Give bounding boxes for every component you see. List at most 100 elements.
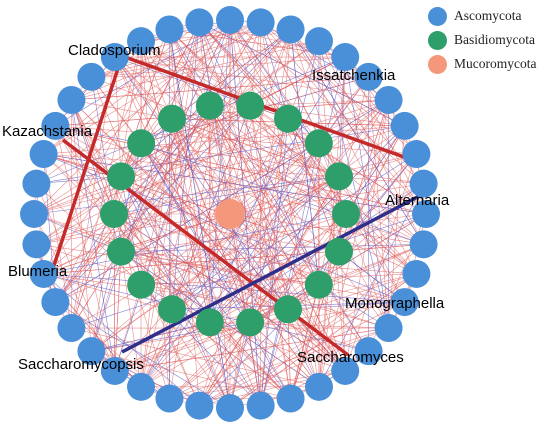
ascomycota-node [77, 337, 106, 366]
positive-edge [249, 105, 289, 310]
negative-edge [260, 56, 346, 406]
positive-edge [71, 99, 115, 215]
basidiomycota-node [304, 270, 333, 299]
positive-edge [169, 153, 417, 399]
positive-edge [344, 153, 417, 372]
positive-edge [43, 244, 424, 275]
ascomycota-node [57, 85, 86, 114]
negative-edge [114, 19, 231, 372]
positive-edge [209, 105, 340, 177]
positive-edge [260, 22, 417, 155]
ascomycota-node [127, 27, 156, 56]
label-cladosporium: Cladosporium [68, 42, 161, 59]
positive-edge [169, 273, 417, 399]
positive-edge [43, 153, 424, 184]
edge-cladosporium-blumeria [45, 55, 124, 288]
positive-edge [91, 76, 320, 388]
positive-edge [199, 125, 405, 406]
positive-edge [249, 143, 320, 323]
positive-edge [114, 251, 122, 371]
positive-edge [404, 213, 427, 303]
ascomycota-node [246, 8, 275, 37]
label-layer: Cladosporium Issatchenkia Kazachstania A… [2, 42, 450, 373]
positive-edge [55, 125, 346, 372]
positive-edge [36, 183, 116, 372]
negative-edge [260, 118, 289, 406]
positive-edge [250, 99, 389, 106]
negative-edge [318, 41, 389, 329]
legend-dot-basidiomycota [428, 30, 447, 50]
positive-edge [171, 118, 231, 409]
positive-edge [55, 125, 122, 252]
positive-edge [36, 244, 369, 352]
basidiomycota-node [304, 129, 333, 158]
negative-edge [55, 19, 231, 127]
ascomycota-node [276, 384, 305, 413]
ascomycota-node [155, 15, 184, 44]
negative-edge [229, 322, 251, 409]
positive-edge [229, 19, 424, 184]
positive-edge [36, 125, 405, 245]
legend-label-ascomycota: Ascomycota [454, 8, 522, 23]
positive-edge [43, 22, 200, 155]
basidiomycota-node [127, 270, 156, 299]
positive-edge [287, 118, 347, 215]
basidiomycota-node [332, 200, 360, 228]
ascomycota-node [276, 15, 305, 44]
positive-edge [171, 118, 340, 177]
legend-dot-mucoromycota [428, 54, 447, 74]
negative-edge [140, 19, 231, 42]
positive-edge [209, 105, 369, 352]
positive-edge [114, 56, 369, 352]
positive-edge [120, 213, 231, 252]
positive-edge [114, 22, 200, 58]
ascomycota-node [304, 27, 333, 56]
label-issatchenkia: Issatchenkia [312, 67, 396, 84]
negative-edge [229, 19, 261, 406]
positive-edge [290, 76, 369, 399]
positive-edge [140, 41, 170, 399]
positive-edge [33, 56, 346, 215]
ascomycota-node [354, 62, 383, 91]
ascomycota-node [409, 230, 438, 259]
positive-edge [140, 22, 200, 387]
positive-edge [91, 56, 346, 78]
positive-edge [114, 213, 427, 372]
ascomycota-node [216, 6, 244, 34]
basidiomycota-node [100, 200, 128, 228]
positive-edge [249, 322, 320, 388]
ascomycota-node [374, 85, 403, 114]
ascomycota-node [127, 372, 156, 401]
positive-edge [171, 309, 291, 399]
negative-edge [43, 153, 427, 215]
negative-edge [318, 183, 424, 387]
ascomycota-node [41, 288, 70, 317]
positive-edge [113, 213, 346, 372]
positive-edge [43, 99, 389, 275]
ascomycota-node [100, 43, 129, 72]
legend-label-mucoromycota: Mucoromycota [454, 56, 537, 71]
positive-edge [55, 99, 389, 127]
ascomycota-node [155, 384, 184, 413]
ascomycota-node [41, 111, 70, 140]
positive-edge [344, 56, 405, 127]
ascomycota-node [390, 288, 419, 317]
ascomycota-node [246, 391, 275, 420]
negative-edge [260, 22, 289, 119]
negative-edge [290, 29, 320, 285]
ascomycota-node [22, 230, 51, 259]
basidiomycota-node [274, 295, 302, 324]
positive-edge [71, 99, 289, 310]
positive-edge [229, 183, 424, 215]
positive-edge [55, 125, 261, 406]
positive-edge [290, 29, 427, 215]
positive-edge [120, 105, 251, 252]
negative-edge [209, 143, 320, 323]
ascomycota-node [29, 140, 58, 169]
negative-edge [91, 322, 251, 352]
positive-edge [171, 105, 251, 310]
ascomycota-node [22, 169, 51, 198]
ascomycota-node [185, 8, 214, 37]
ascomycota-node [402, 140, 431, 169]
